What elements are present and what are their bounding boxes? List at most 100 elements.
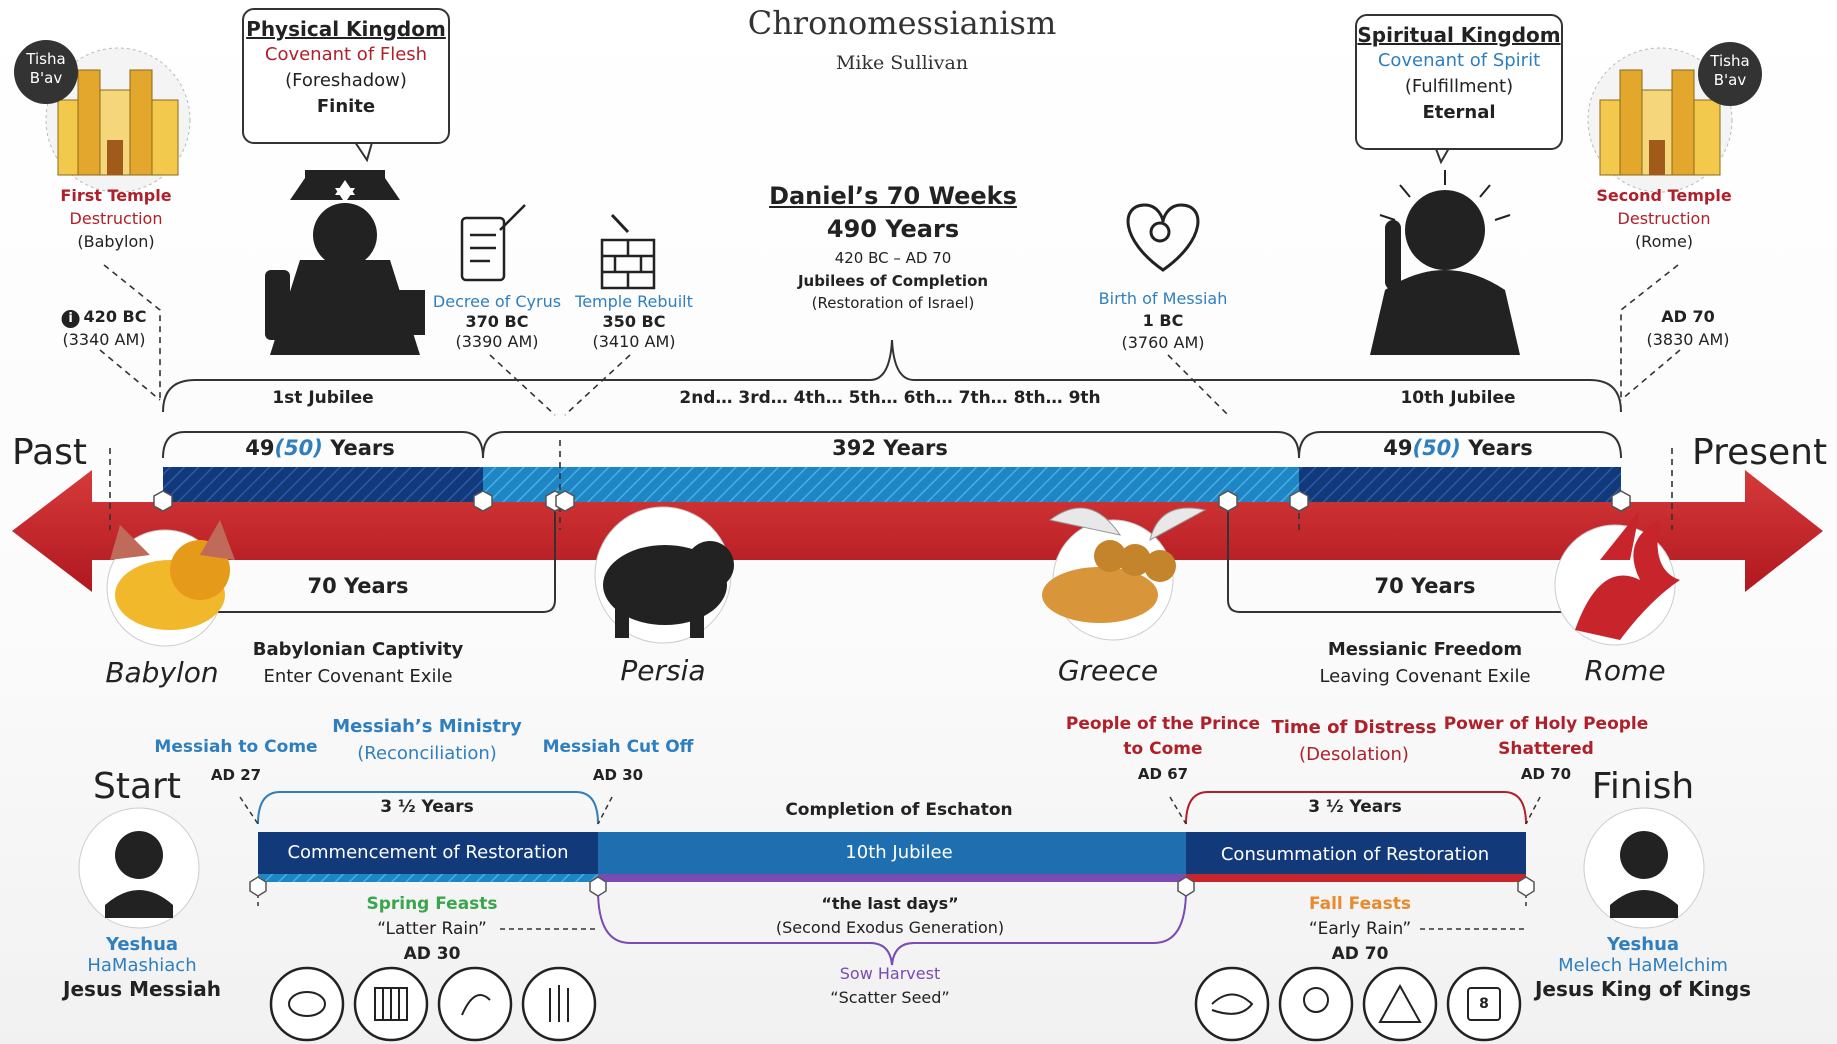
yeshua-right-line3: Jesus King of Kings [1534, 977, 1752, 1001]
yeshua-left-line2: HaMashiach [87, 955, 197, 976]
atonement-icon [1278, 966, 1354, 1042]
start-date: 420 BC [83, 307, 147, 326]
spiritual-kingdom-bubble: Spiritual Kingdom Covenant of Spirit (Fu… [1355, 14, 1563, 150]
finish-label: Finish [1591, 766, 1695, 807]
heart-baby-icon [1126, 203, 1200, 272]
freedom-block: Messianic Freedom Leaving Covenant Exile [1319, 636, 1530, 690]
eschaton-label: Completion of Eschaton [785, 800, 1013, 820]
tenth-jubilee-bar-label: 10th Jubilee [845, 842, 953, 863]
fall-feasts-label: Fall Feasts [1309, 894, 1411, 914]
tenth-jubilee-bar [1299, 467, 1621, 502]
spring-feasts-label: Spring Feasts [366, 894, 498, 914]
author: Mike Sullivan [835, 52, 969, 74]
covenant-of-spirit: Covenant of Spirit [1377, 50, 1541, 71]
tisha-bav-left: Tisha B'av [26, 50, 65, 88]
nation-greece: Greece [1057, 654, 1159, 687]
captivity-block: Babylonian Captivity Enter Covenant Exil… [253, 636, 464, 690]
birth-event: Birth of Messiah 1 BC (3760 AM) [1099, 288, 1228, 354]
captivity-title: Babylonian Captivity [252, 639, 464, 660]
spring-feasts-block: Spring Feasts “Latter Rain” AD 30 [366, 892, 497, 967]
temple-rebuilt-date: 350 BC [602, 312, 666, 331]
physical-kingdom-title: Physical Kingdom [246, 17, 446, 41]
people-prince-line1: People of the Prince [1065, 714, 1261, 734]
left-span-paren: (50) [274, 436, 323, 460]
left-span-num: 49 [245, 436, 275, 460]
start-label: Start [93, 766, 181, 807]
first-temple-subtitle: Destruction [69, 209, 163, 228]
first-temple-caption: First Temple Destruction (Babylon) [60, 184, 171, 253]
consummation-label: Consummation of Restoration [1220, 844, 1490, 865]
present-label: Present [1692, 432, 1828, 473]
second-exodus-label: (Second Exodus Generation) [775, 918, 1005, 937]
second-temple-icon [1587, 47, 1733, 193]
last-days-label: “the last days” [821, 894, 959, 913]
temple-rebuilt-am: (3410 AM) [592, 332, 676, 351]
ministry-brace [257, 791, 599, 825]
first-temple-title: First Temple [60, 186, 172, 205]
fulfillment-note: (Fulfillment) [1404, 76, 1514, 97]
daniel-block: Daniel’s 70 Weeks 490 Years 420 BC – AD … [769, 180, 1017, 314]
calendar-icon [1446, 966, 1522, 1042]
yeshua-finish-portrait [1583, 807, 1705, 929]
daniel-years: 490 Years [826, 215, 960, 243]
scroll-icon [460, 204, 526, 282]
covenant-of-flesh: Covenant of Flesh [264, 44, 428, 65]
birth-date: 1 BC [1142, 311, 1184, 330]
end-date: AD 70 [1661, 307, 1715, 326]
messiah-cut-off: Messiah Cut Off [542, 737, 694, 757]
right-span-num: 49 [1383, 436, 1413, 460]
rabbi-figure-icon [265, 170, 425, 355]
cyrus-date: 370 BC [465, 312, 529, 331]
birth-am: (3760 AM) [1121, 333, 1205, 352]
reconciliation-label: (Reconciliation) [357, 743, 497, 764]
tisha-bav-left-badge [14, 40, 78, 104]
three-half-right: 3 ½ Years [1308, 797, 1402, 817]
left-span-unit: Years [330, 436, 395, 460]
scatter-seed-label: “Scatter Seed” [830, 988, 950, 1007]
commencement-label: Commencement of Restoration [287, 842, 569, 863]
power-line1: Power of Holy People [1443, 714, 1649, 734]
start-am: (3340 AM) [62, 330, 146, 349]
cyrus-am: (3390 AM) [455, 332, 539, 351]
firstfruits-icon [437, 966, 513, 1042]
captivity-sub: Enter Covenant Exile [263, 666, 453, 687]
yeshua-right-line2: Melech HaMelchim [1558, 955, 1728, 976]
middle-span-label: 392 Years [832, 436, 948, 460]
commencement-bar [258, 832, 598, 874]
latter-rain-label: “Latter Rain” [377, 919, 487, 939]
people-prince-block: People of the Prince to Come AD 67 [1066, 712, 1260, 787]
tisha-bav-right-badge [1698, 42, 1762, 106]
ad30-label: AD 30 [592, 766, 644, 784]
temple-rebuilt-label: Temple Rebuilt [575, 292, 693, 311]
three-half-left: 3 ½ Years [380, 797, 474, 817]
bear-persia-icon [594, 506, 734, 644]
tenth-jubilee-label: 10th Jubilee [1400, 388, 1516, 408]
past-label: Past [12, 432, 88, 473]
tisha-left-line1: Tisha [26, 50, 66, 68]
tenth-jubilee-bottom-bar [598, 832, 1186, 874]
middle-jubilees-label: 2nd… 3rd… 4th… 5th… 6th… 7th… 8th… 9th [679, 388, 1101, 408]
people-prince-line2: to Come [1123, 739, 1203, 759]
middle-jubilees-bar [483, 467, 1299, 502]
second-temple-title: Second Temple [1596, 186, 1732, 205]
distress-brace [1185, 791, 1527, 825]
fall-date: AD 70 [1331, 944, 1389, 964]
freedom-sub: Leaving Covenant Exile [1319, 666, 1531, 687]
daniel-range: 420 BC – AD 70 [834, 249, 952, 267]
spiritual-kingdom-title: Spiritual Kingdom [1357, 23, 1561, 47]
daniel-title: Daniel’s 70 Weeks [769, 182, 1017, 210]
first-temple-icon [45, 47, 191, 193]
last-days-block: “the last days” (Second Exodus Generatio… [776, 892, 1004, 940]
freedom-years: 70 Years [1374, 574, 1476, 598]
red-timeline-arrow [12, 470, 1823, 592]
leopard-greece-icon [1042, 507, 1207, 641]
calendar-day: 8 [1479, 996, 1489, 1012]
distress-block: Time of Distress (Desolation) [1271, 714, 1436, 768]
right-span-paren: (50) [1412, 436, 1461, 460]
temple-rebuilt-event: Temple Rebuilt 350 BC (3410 AM) [575, 292, 693, 352]
nation-babylon: Babylon [105, 656, 219, 689]
spring-date: AD 30 [403, 944, 461, 964]
